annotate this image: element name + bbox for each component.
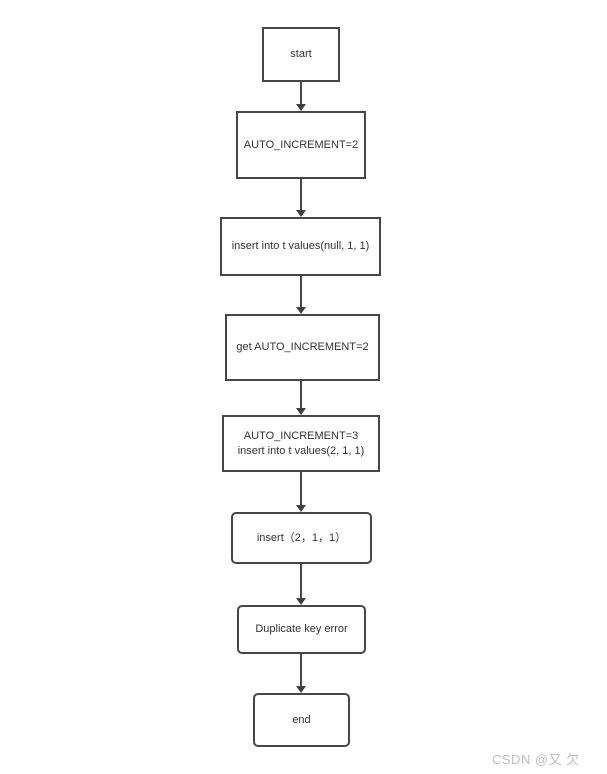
flow-arrow-1 — [295, 82, 307, 111]
arrowhead-down-icon — [296, 104, 306, 111]
arrowhead-down-icon — [296, 686, 306, 693]
arrowhead-down-icon — [296, 598, 306, 605]
flow-arrow-3 — [295, 276, 307, 314]
arrowhead-down-icon — [296, 307, 306, 314]
arrow-shaft — [300, 654, 302, 688]
flow-arrow-5 — [295, 472, 307, 512]
flow-node-insert-null: insert into t values(null, 1, 1) — [220, 217, 381, 276]
arrowhead-down-icon — [296, 408, 306, 415]
flow-node-get-auto-increment-2: get AUTO_INCREMENT=2 — [225, 314, 380, 381]
flow-arrow-6 — [295, 564, 307, 605]
arrow-shaft — [300, 82, 302, 106]
flow-node-insert-2-1-1: insert（2，1，1） — [231, 512, 372, 564]
flow-node-auto-increment-2: AUTO_INCREMENT=2 — [236, 111, 366, 179]
flow-arrow-2 — [295, 179, 307, 217]
flow-node-auto-increment-3-insert: AUTO_INCREMENT=3 insert into t values(2,… — [222, 415, 380, 472]
arrow-shaft — [300, 472, 302, 507]
flow-arrow-7 — [295, 654, 307, 693]
csdn-watermark: CSDN @又 欠 — [492, 752, 580, 767]
arrowhead-down-icon — [296, 210, 306, 217]
flow-node-duplicate-key-error: Duplicate key error — [237, 605, 366, 654]
arrowhead-down-icon — [296, 505, 306, 512]
arrow-shaft — [300, 276, 302, 309]
flow-arrow-4 — [295, 381, 307, 415]
flow-node-end: end — [253, 693, 350, 747]
arrow-shaft — [300, 564, 302, 600]
arrow-shaft — [300, 179, 302, 212]
flow-node-start: start — [262, 27, 340, 82]
arrow-shaft — [300, 381, 302, 410]
